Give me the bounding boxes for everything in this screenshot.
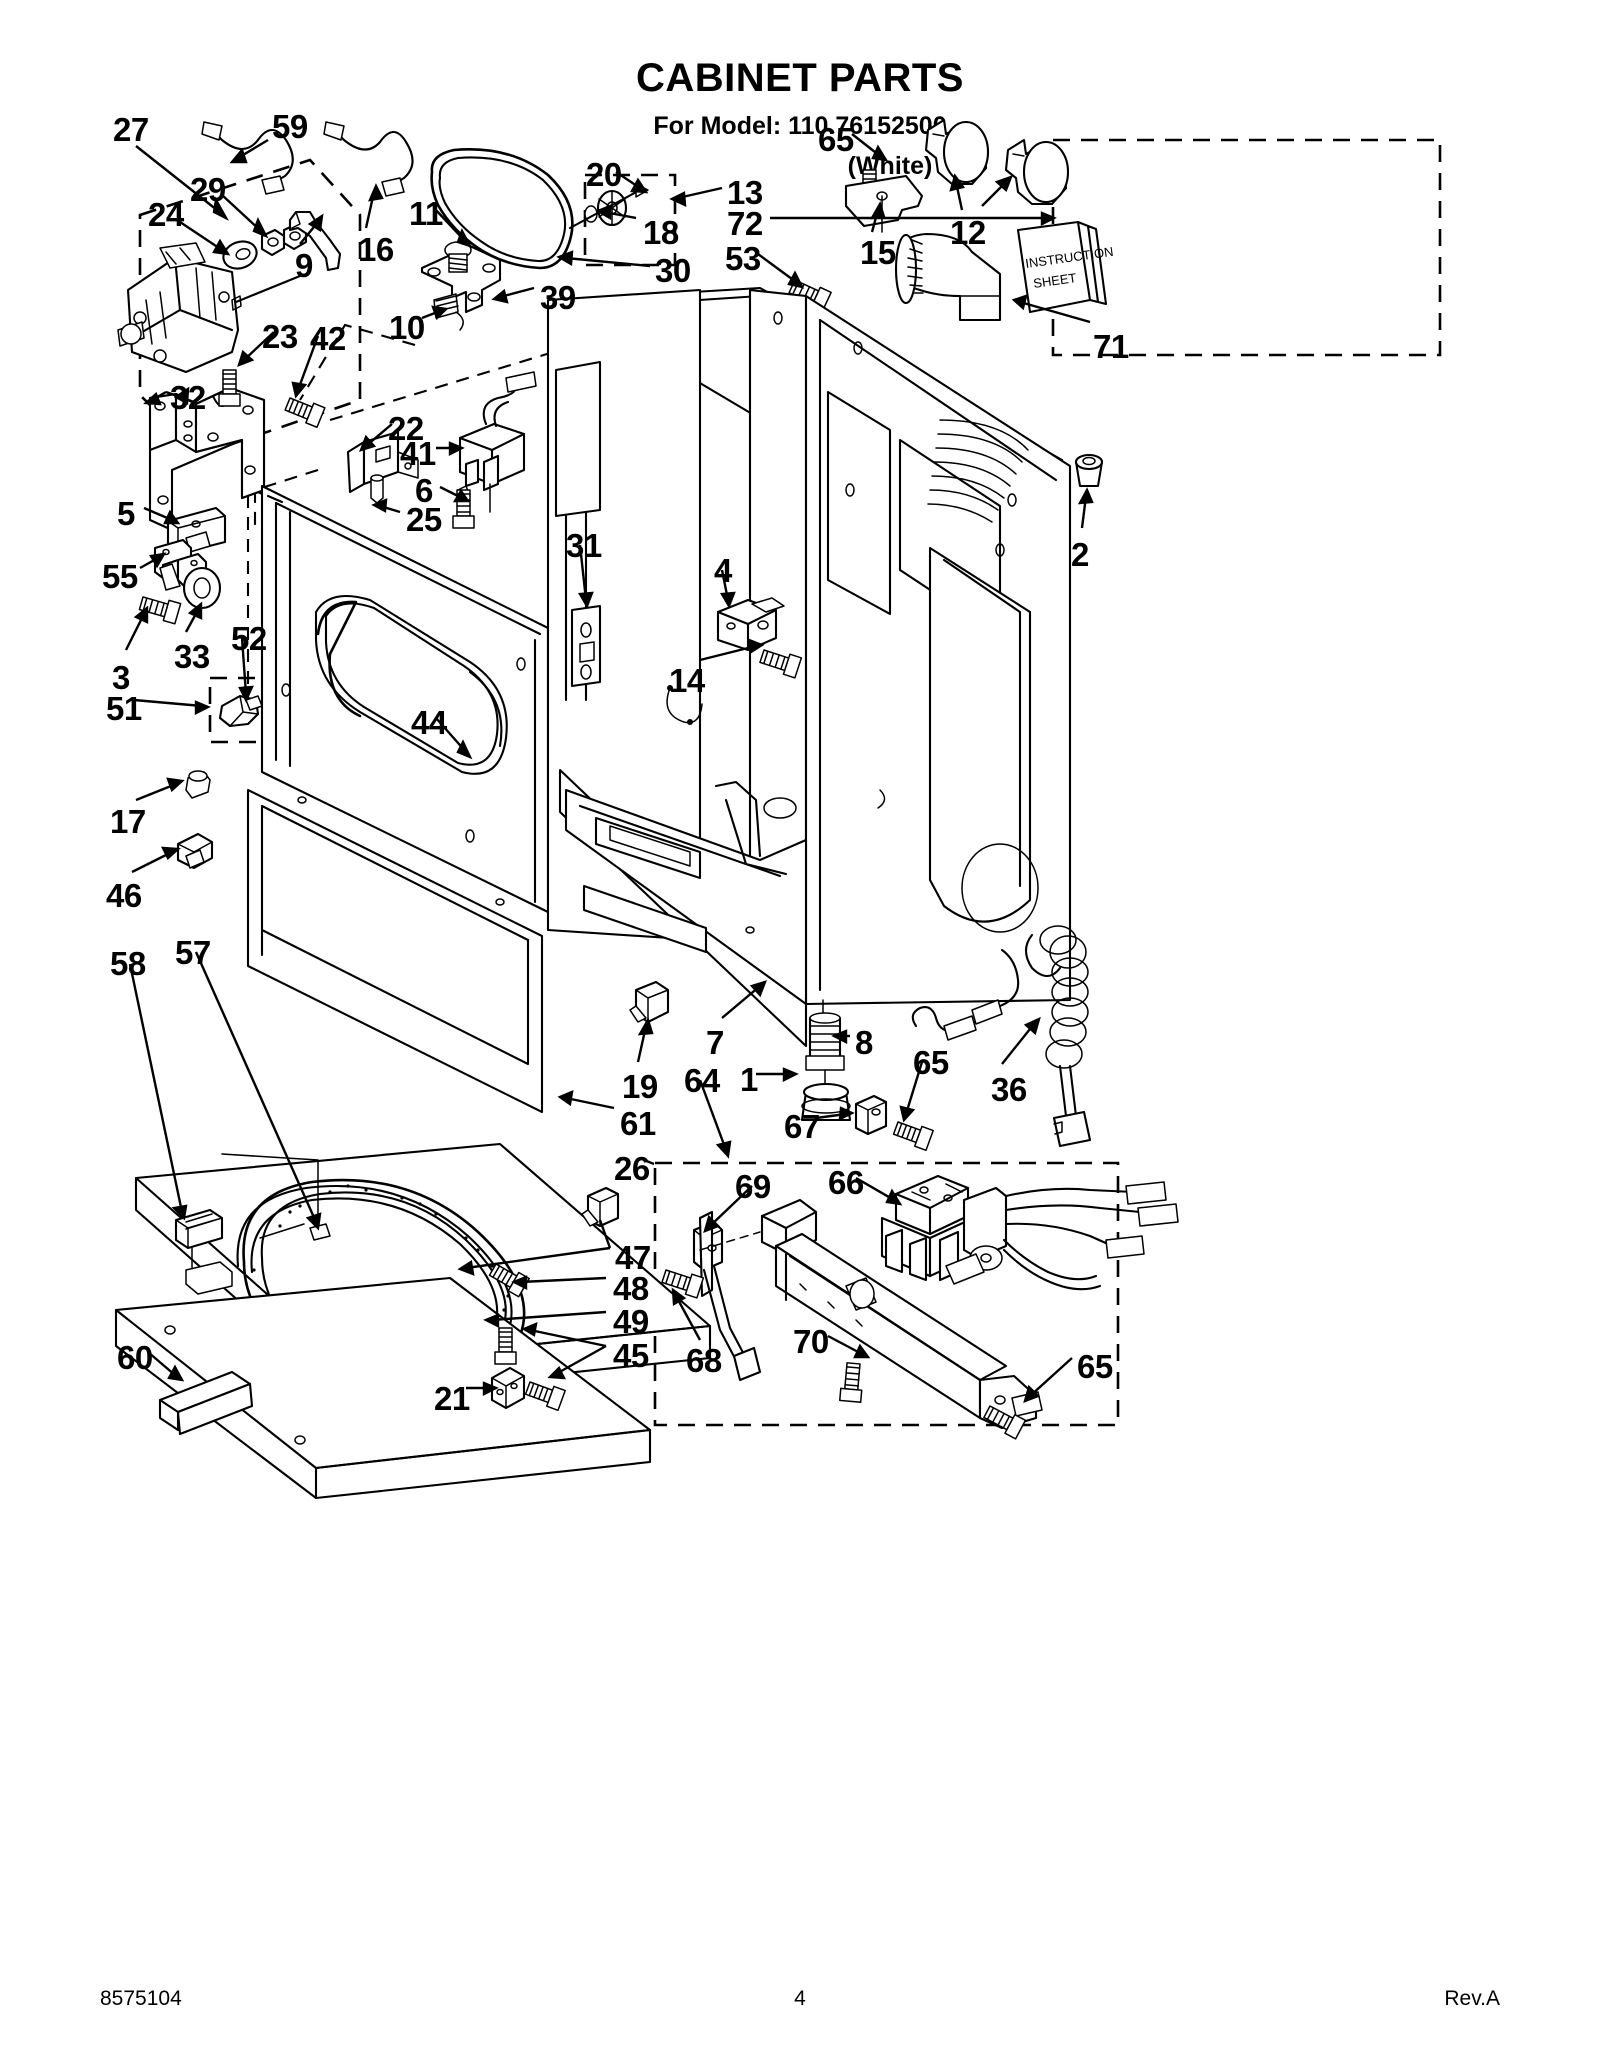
callout-41: 41 [400,435,436,472]
callout-10: 10 [389,309,425,346]
callout-51: 51 [106,690,142,727]
callout-20: 20 [586,156,622,193]
callout-68: 68 [686,1342,722,1379]
callout-31: 31 [566,527,602,564]
callout-55: 55 [102,558,138,595]
callout-3: 3 [112,659,130,696]
instruction-sheet-line2: SHEET [1032,270,1077,291]
callout-27: 27 [113,111,149,148]
callout-36: 36 [991,1071,1027,1108]
callout-9: 9 [295,247,313,284]
callout-17: 17 [110,803,146,840]
callout-5: 5 [117,495,135,532]
callout-69: 69 [735,1168,771,1205]
callout-11: 11 [409,195,443,232]
callout-1: 1 [740,1061,758,1098]
callout-64: 64 [684,1062,720,1099]
callout-46: 46 [106,877,142,914]
callout-12: 12 [950,214,986,251]
footer-part-number: 8575104 [100,1987,182,2010]
callout-26: 26 [614,1150,650,1187]
callout-33: 33 [174,638,210,675]
callout-32: 32 [170,379,206,416]
callout-16: 16 [358,231,394,268]
callout-65-top: 65 [818,121,854,158]
callout-45: 45 [613,1337,649,1374]
callout-29: 29 [190,171,226,208]
callout-39: 39 [540,279,576,316]
callout-48: 48 [613,1270,649,1307]
callout-23: 23 [262,318,298,355]
model-number: For Model: 110.76152500 [653,112,947,140]
callout-15: 15 [860,234,896,271]
footer-revision: Rev.A [1444,1987,1500,2010]
callout-21: 21 [434,1380,470,1417]
callout-65-mid: 65 [913,1044,949,1081]
callout-57: 57 [175,934,211,971]
callout-67: 67 [784,1108,820,1145]
callout-19: 19 [622,1068,658,1105]
callout-4: 4 [714,552,732,589]
callout-13: 13 [727,174,763,211]
callout-42: 42 [310,320,346,357]
callout-44: 44 [411,704,447,741]
callout-66: 66 [828,1164,864,1201]
callout-18: 18 [643,214,679,251]
instruction-sheet-line1: INSTRUCTION [1024,244,1114,271]
callout-59: 59 [272,108,308,145]
callout-49: 49 [613,1303,649,1340]
callout-70: 70 [793,1323,829,1360]
callout-47: 47 [615,1239,651,1276]
callout-60: 60 [117,1339,153,1376]
callout-53: 53 [725,240,761,277]
callout-8: 8 [855,1024,873,1061]
page-title: CABINET PARTS [636,56,964,100]
callout-30: 30 [655,252,691,289]
callout-6: 6 [415,472,433,509]
footer-page-number: 4 [794,1987,806,2010]
callout-14: 14 [669,662,705,699]
callout-22: 22 [388,410,424,447]
callout-71: 71 [1093,328,1129,365]
callout-7: 7 [706,1024,724,1061]
callout-25: 25 [406,501,442,538]
callout-24: 24 [148,196,184,233]
callout-65-bottom: 65 [1077,1348,1113,1385]
callout-52: 52 [231,620,267,657]
callout-61: 61 [620,1105,656,1142]
callout-72: 72 [727,205,763,242]
callout-58: 58 [110,945,146,982]
callout-2: 2 [1071,536,1089,573]
